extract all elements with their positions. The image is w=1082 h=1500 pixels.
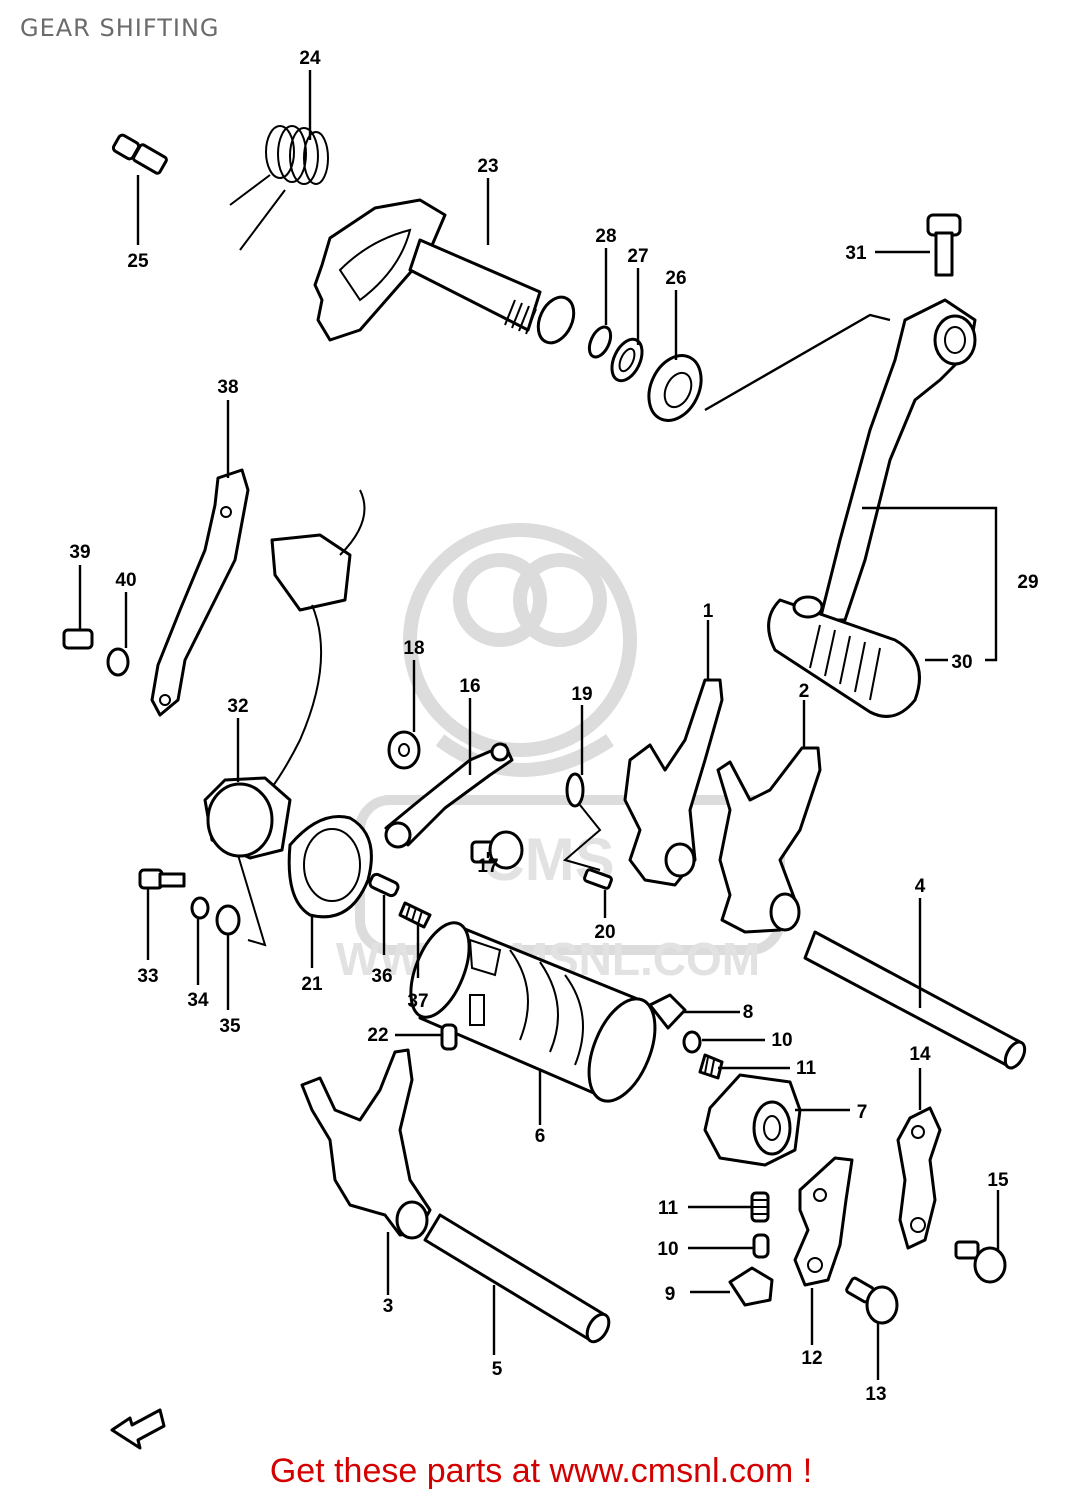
part-4-fork-shaft (803, 930, 1027, 1070)
label-4: 4 (915, 876, 926, 897)
label-12: 12 (801, 1348, 822, 1369)
part-10-pin-upper (682, 1030, 702, 1054)
part-16-shift-cam-stopper (384, 742, 514, 849)
label-21: 21 (301, 974, 323, 995)
label-11-upper: 11 (796, 1058, 817, 1079)
label-11-lower: 11 (658, 1198, 679, 1219)
label-20: 20 (594, 922, 615, 943)
part-28-circlip (587, 325, 613, 359)
label-13: 13 (865, 1384, 886, 1405)
label-15: 15 (987, 1170, 1009, 1191)
label-10-lower: 10 (657, 1239, 678, 1260)
part-21-cam-guide (287, 815, 373, 919)
label-14: 14 (909, 1044, 931, 1065)
part-labels: 1 2 3 4 5 6 7 8 9 10 10 11 11 12 13 14 1… (69, 48, 1038, 1405)
part-36-pin (368, 872, 400, 898)
label-8: 8 (743, 1002, 754, 1023)
label-31: 31 (845, 243, 867, 264)
label-26: 26 (665, 268, 686, 289)
part-11-spring-upper (698, 1053, 724, 1080)
front-arrow-icon (110, 1408, 166, 1450)
label-6: 6 (535, 1126, 546, 1147)
part-neutral-switch-wire (269, 489, 366, 791)
label-40: 40 (115, 570, 136, 591)
label-37: 37 (407, 991, 428, 1012)
label-19: 19 (571, 684, 592, 705)
label-9: 9 (665, 1284, 676, 1305)
part-17-bolt (470, 830, 524, 870)
footer-link-text[interactable]: Get these parts at www.cmsnl.com ! (269, 1452, 813, 1490)
part-9-pawl (728, 1266, 774, 1307)
label-7: 7 (857, 1102, 868, 1123)
label-5: 5 (492, 1359, 503, 1380)
part-29-gearshift-lever (704, 298, 977, 622)
label-22: 22 (367, 1025, 388, 1046)
label-27: 27 (627, 246, 648, 267)
part-2-gearshift-fork (716, 746, 822, 934)
label-3: 3 (383, 1296, 394, 1317)
part-5-fork-shaft (423, 1213, 611, 1344)
label-23: 23 (477, 156, 498, 177)
part-23-gearshift-shaft (313, 198, 576, 345)
part-24-return-spring (229, 125, 329, 251)
part-35-washer (215, 904, 241, 936)
leader-lines (78, 70, 1000, 1380)
part-19-spring (562, 772, 602, 871)
label-32: 32 (227, 696, 248, 717)
label-24: 24 (299, 48, 321, 69)
part-12-stopper-plate (793, 1156, 854, 1287)
part-3-gearshift-fork (300, 1048, 432, 1240)
part-30-footpeg-rubber (767, 595, 921, 718)
label-34: 34 (187, 990, 209, 1011)
part-25-bolt (111, 133, 168, 175)
label-25: 25 (127, 251, 149, 272)
part-40-washer (106, 647, 130, 677)
label-10-upper: 10 (771, 1030, 792, 1051)
part-6-gearshift-cam (409, 921, 657, 1103)
label-35: 35 (219, 1016, 241, 1037)
label-33: 33 (137, 966, 158, 987)
part-1-gearshift-fork (623, 678, 724, 887)
part-22-pin (440, 1023, 458, 1051)
part-11-spring-lower (750, 1191, 770, 1223)
part-7-cam-driven-gear (703, 1073, 802, 1167)
label-29: 29 (1017, 572, 1038, 593)
label-36: 36 (371, 966, 392, 987)
label-18: 18 (403, 638, 424, 659)
part-27-washer (610, 337, 644, 383)
part-13-screw (845, 1276, 899, 1325)
label-28: 28 (595, 226, 616, 247)
page-title: GEAR SHIFTING (20, 14, 220, 42)
part-26-oil-seal (647, 354, 703, 422)
part-33-bolt (138, 868, 186, 890)
label-30: 30 (951, 652, 972, 673)
part-8-pin (648, 993, 687, 1030)
label-38: 38 (217, 377, 238, 398)
part-37-spring (398, 901, 432, 929)
part-18-washer (387, 730, 421, 770)
label-39: 39 (69, 542, 90, 563)
part-34-washer (190, 896, 210, 920)
watermark: CMS WWW.CMSNL.COM (336, 523, 785, 985)
label-2: 2 (799, 681, 810, 702)
label-16: 16 (459, 676, 480, 697)
part-20-pin (583, 868, 613, 890)
part-39-screw (62, 628, 94, 650)
part-32-neutral-switch (203, 776, 292, 947)
label-1: 1 (703, 601, 714, 622)
part-38-stopper (150, 468, 250, 717)
part-31-bolt (926, 213, 962, 277)
part-14-pawl-lifter (896, 1106, 942, 1250)
part-15-screw (954, 1240, 1007, 1284)
label-17: 17 (477, 856, 498, 877)
part-10-pin-lower (752, 1233, 770, 1259)
